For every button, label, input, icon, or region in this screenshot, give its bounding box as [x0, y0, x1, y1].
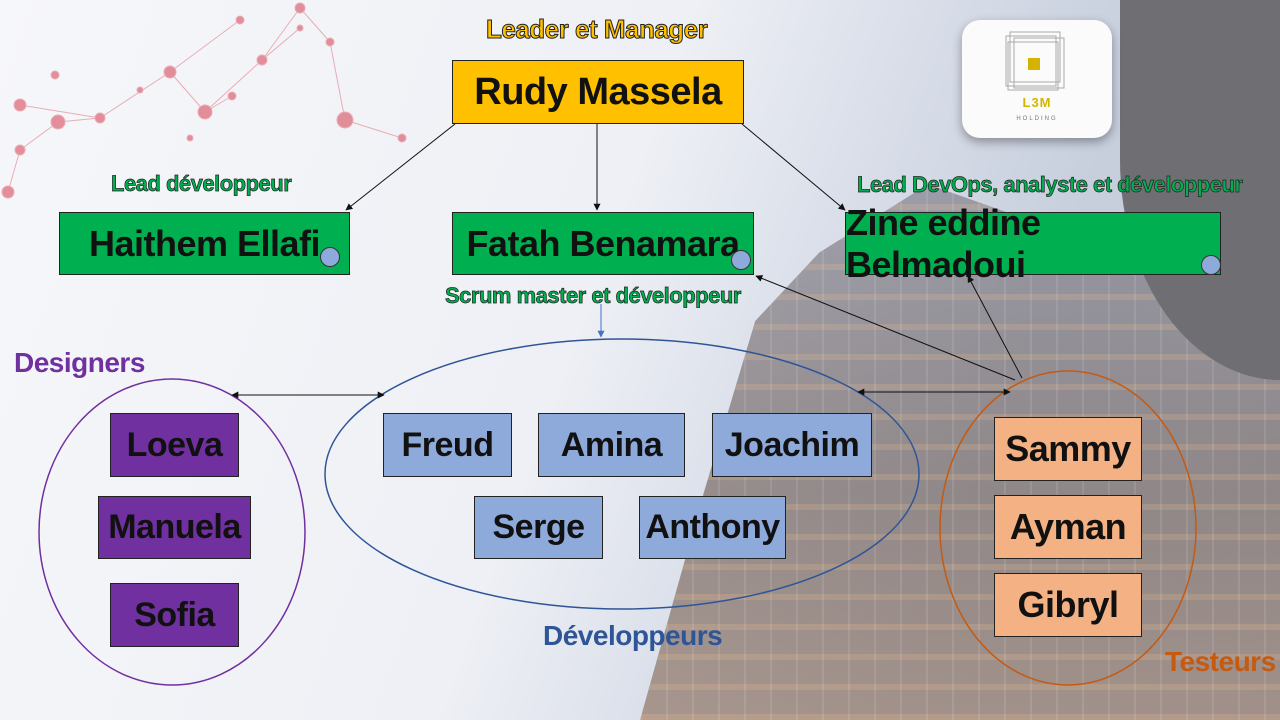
lead-node: Zine eddine Belmadoui: [845, 202, 1221, 285]
tester-node: Ayman: [994, 495, 1142, 559]
testeurs-ellipse: [939, 370, 1197, 686]
developpeurs-label: Développeurs: [543, 620, 723, 651]
developer-node: Joachim: [712, 413, 872, 477]
designer-node: Sofia: [110, 583, 239, 647]
developer-node: Freud: [383, 413, 512, 477]
lead-name: Fatah Benamara: [466, 222, 740, 264]
company-logo: L3M HOLDING: [962, 20, 1112, 138]
tester-node: Sammy: [994, 417, 1142, 481]
logo-subtext: HOLDING: [1016, 116, 1058, 122]
lead-name: Haithem Ellafi: [88, 222, 321, 264]
logo-mark-icon: [1005, 31, 1065, 91]
manager-node: Rudy Massela: [452, 60, 744, 124]
lead-node: Haithem Ellafi: [59, 212, 350, 275]
status-dot-icon: [731, 250, 751, 270]
developer-node: Anthony: [639, 496, 786, 559]
designers-label: Designers: [14, 347, 145, 378]
testeurs-label: Testeurs: [1165, 646, 1276, 677]
tester-node: Gibryl: [994, 573, 1142, 637]
designers-ellipse: [38, 378, 306, 686]
manager-role-label: Leader et Manager: [485, 14, 708, 45]
arrow-testeurs-zine: [967, 275, 1023, 379]
developer-node: Amina: [538, 413, 685, 477]
lead-role-label: Lead développeur: [111, 171, 292, 197]
arrow-testeurs-fatah: [755, 275, 1016, 381]
arrow-manager-haithem: [345, 123, 456, 211]
status-dot-icon: [1201, 255, 1221, 275]
status-dot-icon: [320, 247, 340, 267]
logo-text: L3M: [1022, 95, 1052, 110]
designer-node: Loeva: [110, 413, 239, 477]
arrow-manager-zine: [741, 123, 846, 211]
developpeurs-ellipse: [324, 338, 920, 610]
network-decoration: [1, 2, 407, 199]
lead-node: Fatah Benamara: [452, 212, 754, 275]
lead-role-label: Scrum master et développeur: [445, 283, 742, 309]
designer-node: Manuela: [98, 496, 251, 559]
developer-node: Serge: [474, 496, 603, 559]
lead-name: Zine eddine Belmadoui: [846, 201, 1041, 285]
lead-role-label: Lead DevOps, analyste et développeur: [857, 172, 1244, 198]
